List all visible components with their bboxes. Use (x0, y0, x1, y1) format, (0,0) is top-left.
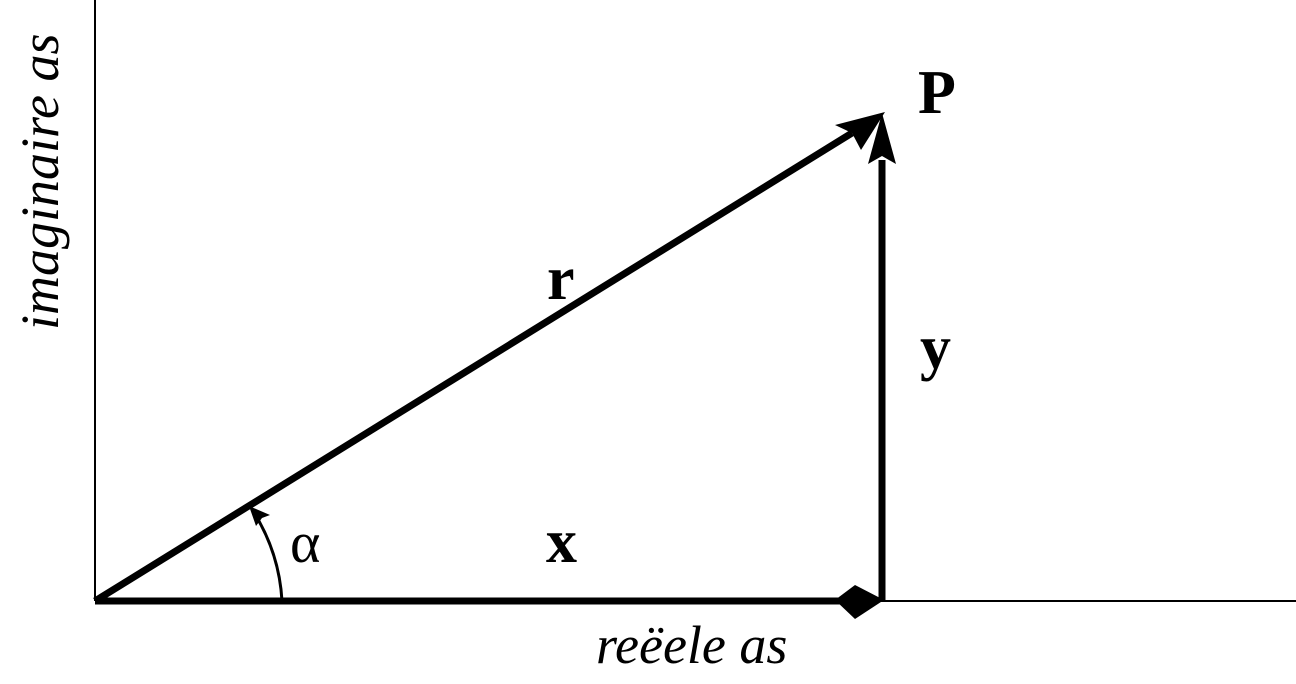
component-y-label: y (920, 314, 951, 382)
angle-arc-arrowhead (249, 506, 270, 526)
vector-r (93, 130, 854, 604)
point-p-label: P (918, 59, 956, 127)
vector-y-arrowhead (868, 113, 896, 164)
angle-alpha-label: α (290, 510, 320, 575)
angle-arc (251, 510, 284, 602)
vector-x-arrowhead (835, 585, 884, 619)
component-x-label: x (546, 508, 577, 576)
real-axis-label: reëele as (596, 615, 787, 675)
vector-r-label: r (547, 245, 575, 313)
vector-r-arrowhead (835, 112, 885, 150)
imaginary-axis-label: imaginaire as (10, 34, 70, 331)
